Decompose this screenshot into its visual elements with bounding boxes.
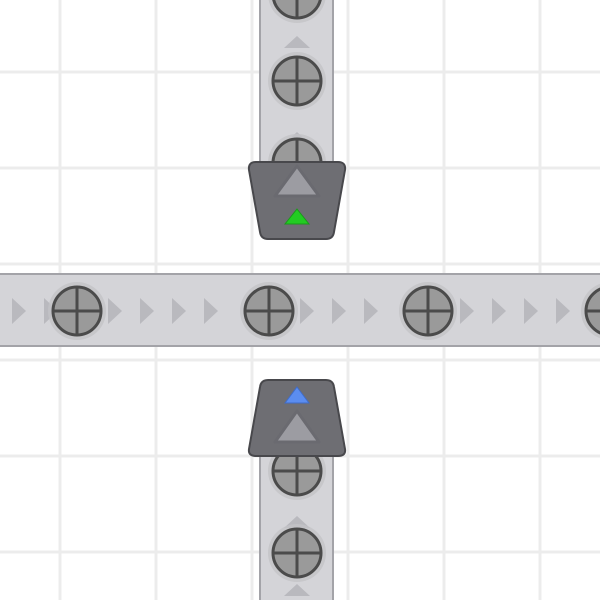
chevron-right-icon bbox=[492, 298, 506, 324]
gate-bottom[interactable] bbox=[247, 379, 347, 457]
chevron-right-icon bbox=[140, 298, 154, 324]
chevron-right-icon bbox=[12, 298, 26, 324]
chevron-right-icon bbox=[556, 298, 570, 324]
chevron-right-icon bbox=[204, 298, 218, 324]
belt-rollers bbox=[48, 282, 600, 340]
conveyor-horizontal bbox=[0, 273, 600, 347]
chevron-right-icon bbox=[524, 298, 538, 324]
gate-top[interactable] bbox=[247, 161, 347, 240]
chevron-right-icon bbox=[300, 298, 314, 324]
gate-body bbox=[247, 161, 347, 240]
conveyor-vertical-bottom bbox=[259, 439, 334, 600]
crosshair-roller-icon[interactable] bbox=[268, 524, 326, 582]
crosshair-roller-icon[interactable] bbox=[240, 282, 298, 340]
crosshair-roller-icon[interactable] bbox=[268, 52, 326, 110]
crosshair-roller-icon[interactable] bbox=[48, 282, 106, 340]
triangle-up-icon bbox=[273, 164, 321, 198]
crosshair-roller-icon[interactable] bbox=[268, 0, 326, 23]
chevron-right-icon bbox=[364, 298, 378, 324]
chevron-up-icon bbox=[284, 36, 310, 48]
chevron-right-icon bbox=[108, 298, 122, 324]
status-indicator-green bbox=[283, 208, 311, 225]
chevron-right-icon bbox=[332, 298, 346, 324]
status-indicator-blue bbox=[284, 386, 310, 404]
triangle-up-icon bbox=[273, 409, 321, 444]
crosshair-roller-icon[interactable] bbox=[581, 282, 600, 340]
crosshair-roller-icon[interactable] bbox=[399, 282, 457, 340]
belt-chevrons bbox=[12, 298, 570, 324]
chevron-right-icon bbox=[460, 298, 474, 324]
chevron-right-icon bbox=[172, 298, 186, 324]
chevron-up-icon bbox=[284, 584, 310, 596]
